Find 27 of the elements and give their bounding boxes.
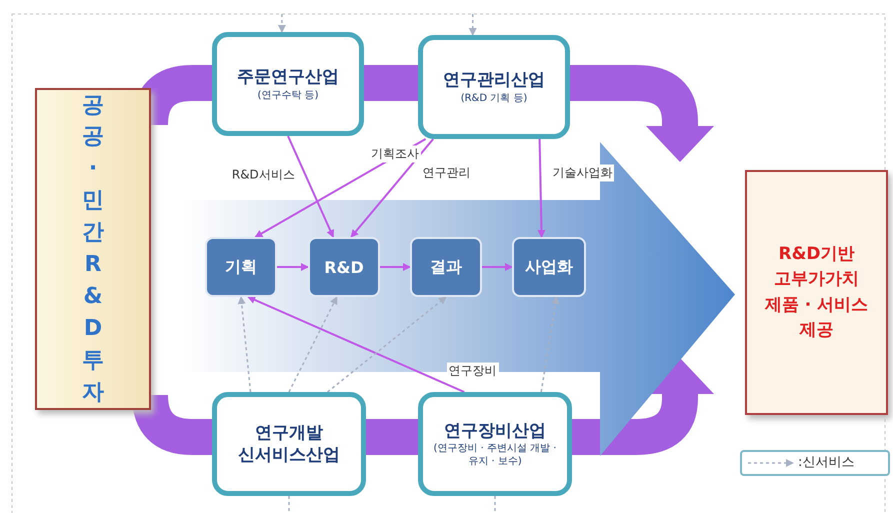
dotted-arrow <box>238 296 252 392</box>
arrow <box>537 138 546 238</box>
dotted-arrow <box>327 296 447 393</box>
industry-box: 연구관리산업 (R&D 기획 등) <box>418 35 570 139</box>
legend-text: :신서비스 <box>798 454 854 471</box>
edge-label: 기술사업화 <box>550 164 614 182</box>
dotted-arrow <box>540 296 560 392</box>
industry-box: 주문연구산업 (연구수탁 등) <box>212 32 364 136</box>
process-box: 기획 <box>205 237 277 297</box>
dotted-arrow <box>278 14 286 33</box>
process-box: R&D <box>308 237 380 297</box>
edge-label: 연구장비 <box>446 362 499 379</box>
industry-box: 연구개발 신서비스산업 <box>212 392 366 496</box>
arrow <box>277 263 309 271</box>
investment-box: 공공·민간R&D투자 <box>35 88 151 410</box>
dotted-arrow <box>468 14 477 36</box>
arrow <box>380 263 411 271</box>
arrow <box>287 136 334 238</box>
edge-label: 기획조사 <box>369 145 422 162</box>
outcome-box: R&D기반 고부가가치 제품 · 서비스 제공 <box>745 170 888 415</box>
process-box: 사업화 <box>512 237 586 297</box>
process-box: 결과 <box>410 237 482 297</box>
arrow <box>247 296 465 393</box>
dotted-arrow <box>288 296 338 392</box>
arrow <box>482 263 513 271</box>
industry-box: 연구장비산업 (연구장비 · 주변시설 개발 · 유지 · 보수) <box>418 392 572 496</box>
arrow <box>350 138 434 238</box>
